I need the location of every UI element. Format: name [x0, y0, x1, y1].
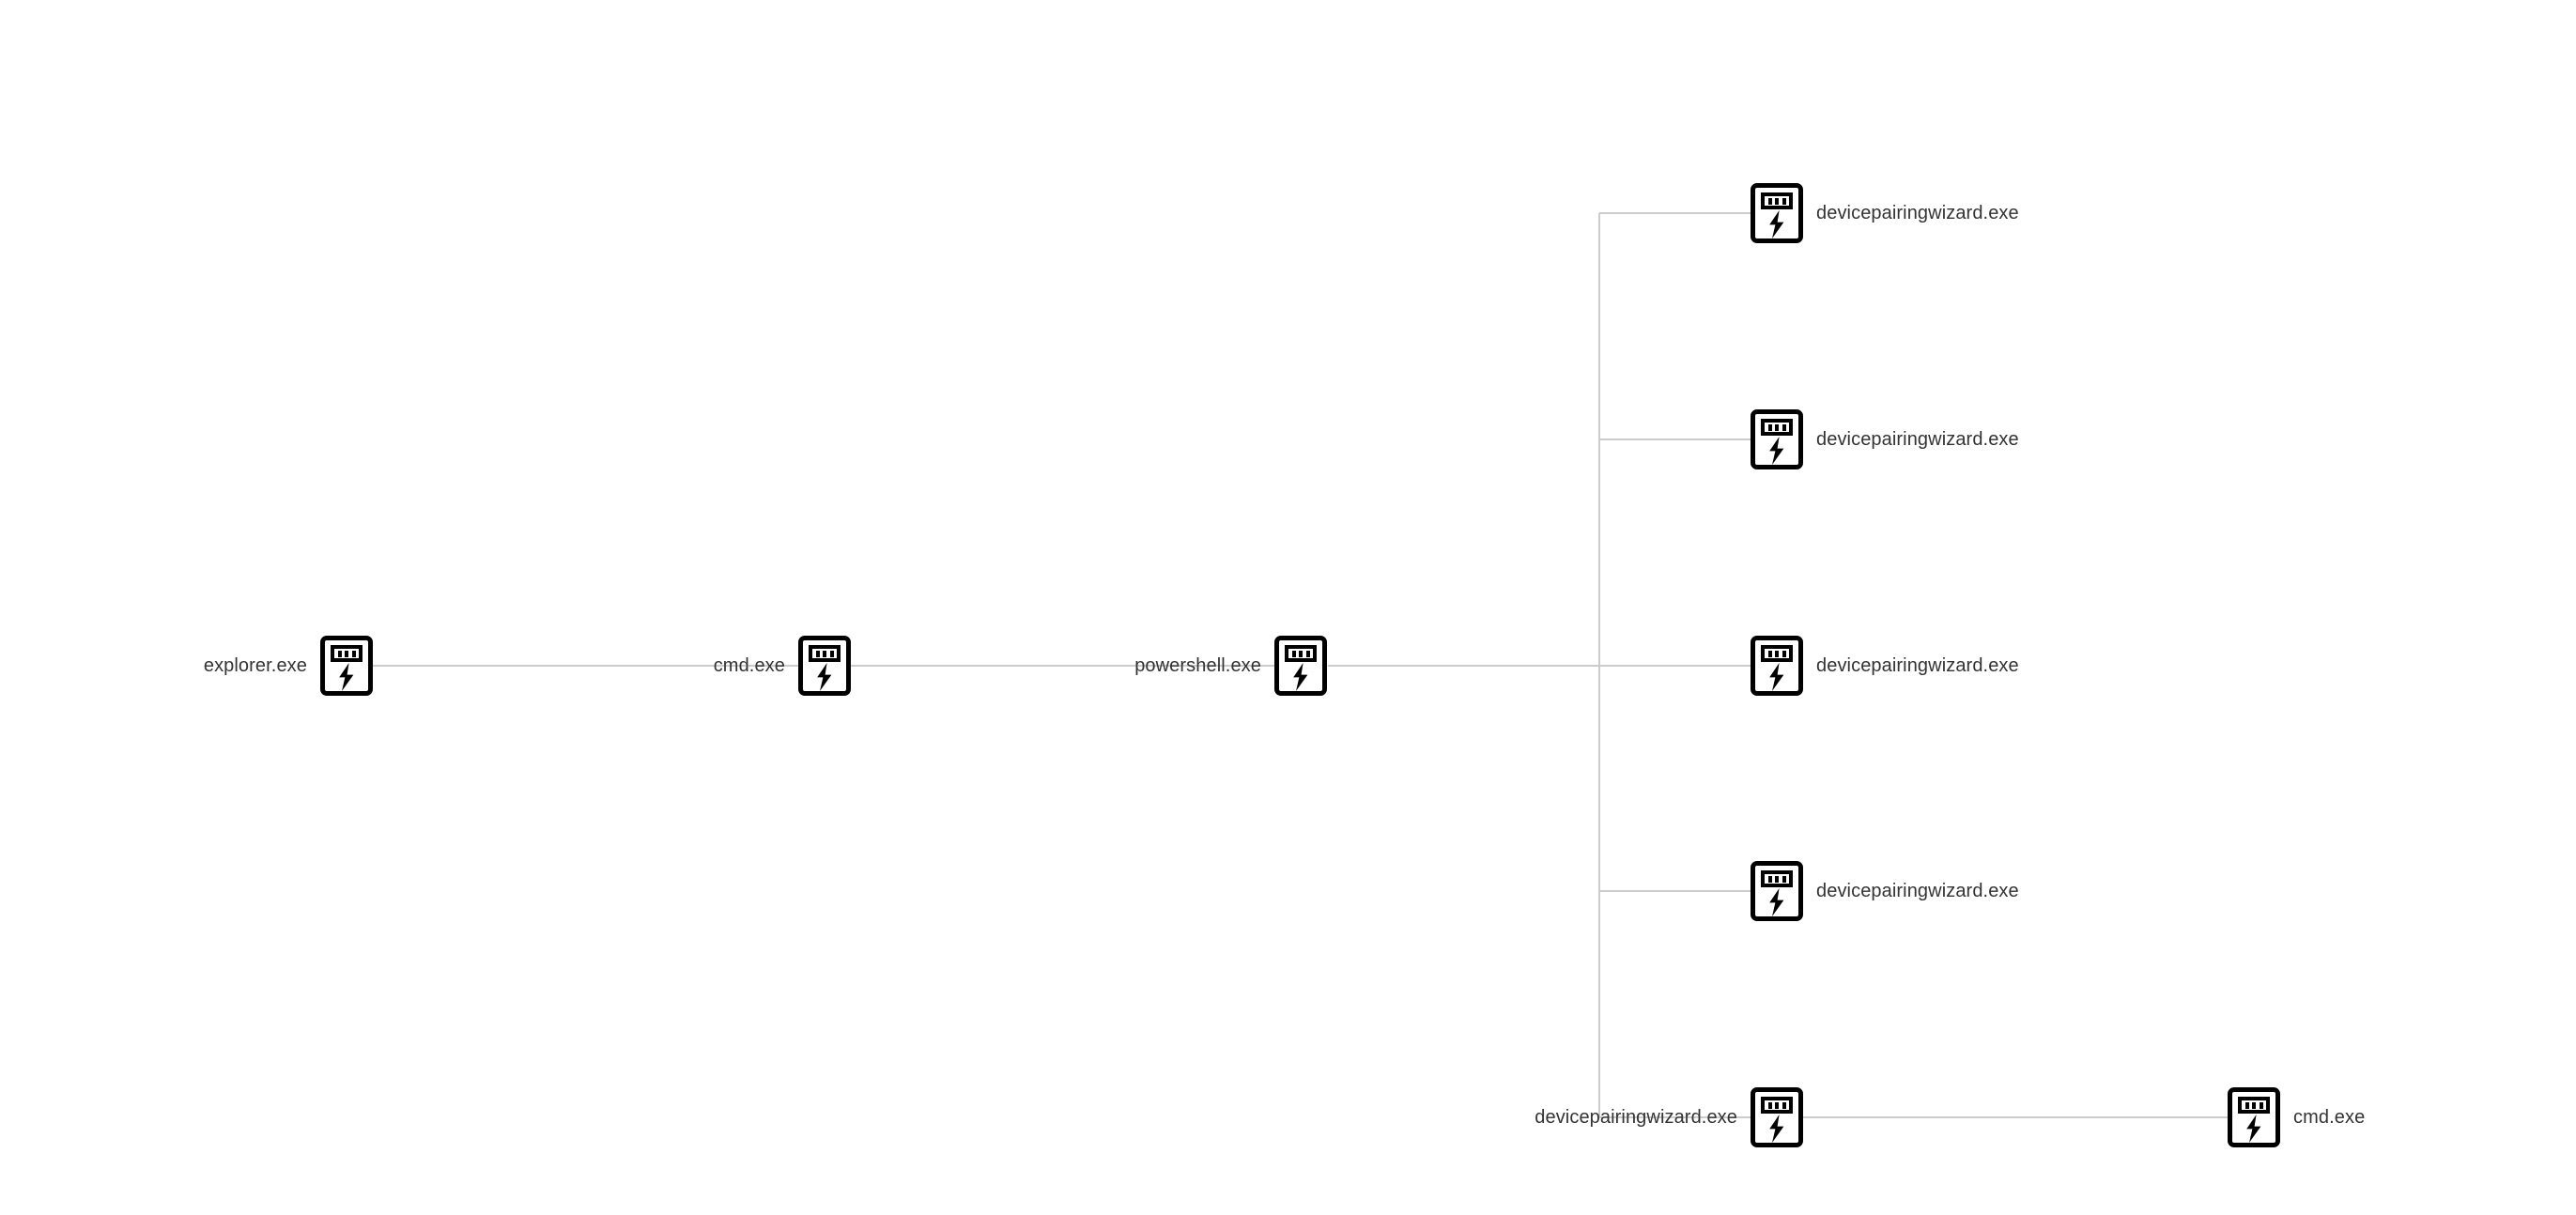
lightning-bolt-icon: [2232, 1114, 2275, 1143]
process-executable-icon: [1751, 1087, 1803, 1147]
icon-dot: [1782, 1101, 1786, 1109]
icon-display-bar: [1761, 419, 1793, 436]
process-node-cmd-root[interactable]: cmd.exe: [714, 636, 851, 696]
icon-display-bar: [1761, 645, 1793, 662]
lightning-bolt-icon: [803, 662, 846, 691]
icon-display-bar: [809, 645, 841, 662]
process-executable-icon: [1274, 636, 1327, 696]
process-name-label-cmd-leaf: cmd.exe: [2293, 1107, 2366, 1128]
process-name-label-dpw-5: devicepairingwizard.exe: [1535, 1107, 1737, 1128]
process-node-cmd-leaf[interactable]: cmd.exe: [2228, 1087, 2365, 1147]
icon-dot: [1775, 1101, 1779, 1109]
icon-dot: [1299, 650, 1303, 657]
icon-display-bar: [1761, 870, 1793, 887]
lightning-bolt-icon: [325, 662, 368, 691]
lightning-bolt-icon: [1279, 662, 1322, 691]
icon-dot: [1291, 650, 1296, 657]
process-name-label-dpw-2: devicepairingwizard.exe: [1816, 429, 2019, 450]
icon-dot: [1305, 650, 1310, 657]
icon-display-bar: [331, 645, 362, 662]
icon-dot: [2252, 1101, 2256, 1109]
process-node-dpw-2[interactable]: devicepairingwizard.exe: [1751, 409, 2019, 469]
process-executable-icon: [798, 636, 851, 696]
process-node-dpw-3[interactable]: devicepairingwizard.exe: [1751, 636, 2019, 696]
icon-dot: [1767, 423, 1772, 431]
icon-dot: [2244, 1101, 2249, 1109]
icon-dot: [1775, 650, 1779, 657]
process-executable-icon: [320, 636, 373, 696]
icon-dot: [829, 650, 834, 657]
icon-display-bar: [2238, 1097, 2270, 1114]
icon-dot: [1775, 197, 1779, 205]
lightning-bolt-icon: [1755, 1114, 1798, 1143]
lightning-bolt-icon: [1755, 662, 1798, 691]
icon-dot: [815, 650, 820, 657]
icon-dot: [1775, 875, 1779, 883]
process-name-label-dpw-3: devicepairingwizard.exe: [1816, 655, 2019, 676]
icon-dot: [351, 650, 356, 657]
icon-dot: [1782, 875, 1786, 883]
process-executable-icon: [2228, 1087, 2280, 1147]
process-name-label-powershell: powershell.exe: [1134, 655, 1261, 676]
icon-dot: [1767, 197, 1772, 205]
lightning-bolt-icon: [1755, 209, 1798, 238]
process-name-label-dpw-4: devicepairingwizard.exe: [1816, 881, 2019, 901]
process-node-dpw-4[interactable]: devicepairingwizard.exe: [1751, 861, 2019, 921]
icon-display-bar: [1761, 192, 1793, 209]
icon-dot: [1782, 650, 1786, 657]
process-name-label-cmd-root: cmd.exe: [713, 655, 785, 676]
process-node-explorer[interactable]: explorer.exe: [204, 636, 373, 696]
icon-dot: [337, 650, 342, 657]
icon-dot: [1767, 650, 1772, 657]
process-executable-icon: [1751, 183, 1803, 243]
process-executable-icon: [1751, 861, 1803, 921]
icon-display-bar: [1761, 1097, 1793, 1114]
icon-dot: [1782, 197, 1786, 205]
icon-dot: [823, 650, 826, 657]
icon-dot: [345, 650, 348, 657]
icon-display-bar: [1285, 645, 1317, 662]
process-executable-icon: [1751, 636, 1803, 696]
process-name-label-dpw-1: devicepairingwizard.exe: [1816, 203, 2019, 223]
process-executable-icon: [1751, 409, 1803, 469]
process-node-dpw-1[interactable]: devicepairingwizard.exe: [1751, 183, 2019, 243]
icon-dot: [2259, 1101, 2263, 1109]
icon-dot: [1767, 1101, 1772, 1109]
process-name-label-explorer: explorer.exe: [203, 655, 307, 676]
icon-dot: [1782, 423, 1786, 431]
icon-dot: [1767, 875, 1772, 883]
icon-dot: [1775, 423, 1779, 431]
process-node-powershell[interactable]: powershell.exe: [1134, 636, 1327, 696]
lightning-bolt-icon: [1755, 436, 1798, 465]
lightning-bolt-icon: [1755, 887, 1798, 916]
process-node-dpw-5[interactable]: devicepairingwizard.exe: [1535, 1087, 1803, 1147]
